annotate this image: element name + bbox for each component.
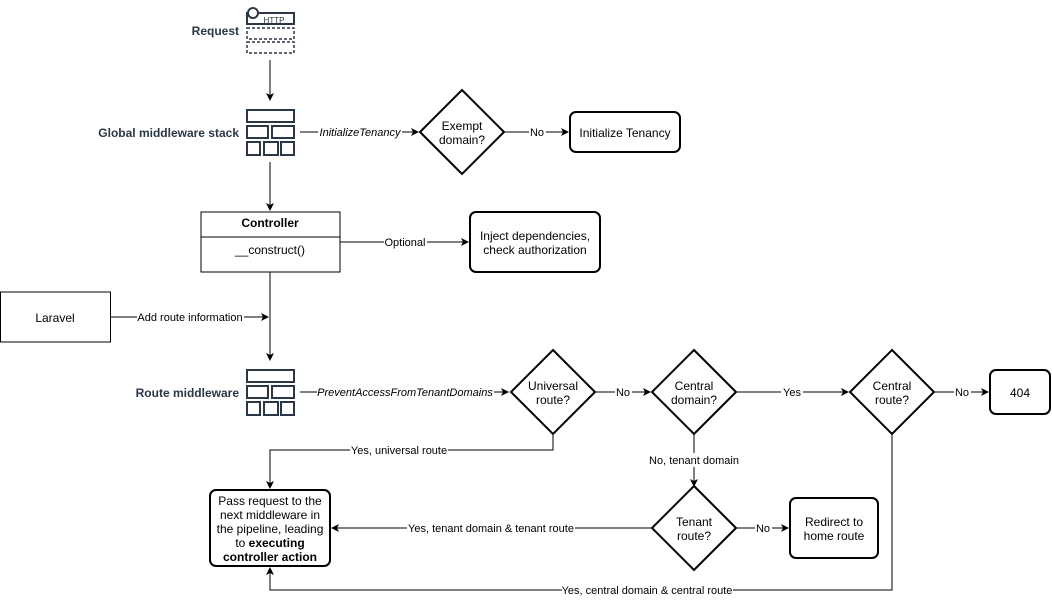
svg-text:Central: Central	[675, 379, 714, 393]
not-found-box: 404	[989, 369, 1051, 415]
http-request-icon: HTTP	[246, 7, 295, 54]
controller-title: Controller	[241, 216, 299, 230]
edge-label-add-route-info: Add route information	[137, 312, 242, 324]
edge-label-universal-no: No	[616, 387, 630, 399]
pass-request-box: Pass request to the next middleware in t…	[209, 489, 331, 567]
svg-text:Exempt: Exempt	[442, 119, 483, 133]
svg-text:Universal: Universal	[528, 379, 578, 393]
request-label: Request	[192, 24, 239, 38]
inject-dependencies-box: Inject dependencies, check authorization	[469, 211, 601, 273]
svg-text:next middleware in: next middleware in	[220, 508, 320, 522]
svg-text:the pipeline, leading: the pipeline, leading	[217, 522, 324, 536]
central-domain-decision: Central domain?	[650, 348, 738, 436]
svg-text:route?: route?	[536, 393, 570, 407]
edge-label-tenant-route-no: No	[756, 523, 770, 535]
svg-text:Inject dependencies,: Inject dependencies,	[480, 229, 590, 243]
svg-text:Pass request to the: Pass request to the	[218, 494, 322, 508]
edge-label-initialize-tenancy: InitializeTenancy	[320, 127, 402, 139]
svg-text:to executing: to executing	[235, 536, 304, 550]
controller-method: __construct()	[234, 243, 305, 257]
exempt-domain-decision: Exempt domain?	[418, 88, 506, 176]
middleware-stack-icon	[246, 109, 295, 156]
svg-text:domain?: domain?	[439, 133, 485, 147]
initialize-tenancy-box: Initialize Tenancy	[569, 111, 681, 153]
redirect-box: Redirect to home route	[789, 497, 879, 559]
universal-route-decision: Universal route?	[509, 348, 597, 436]
edge-label-optional: Optional	[385, 237, 426, 249]
svg-text:home route: home route	[804, 529, 865, 543]
controller-box: Controller __construct()	[200, 211, 341, 273]
edge-label-exempt-no: No	[530, 127, 544, 139]
svg-text:Initialize Tenancy: Initialize Tenancy	[579, 126, 670, 140]
svg-text:404: 404	[1010, 386, 1030, 400]
edge-label-prevent-access: PreventAccessFromTenantDomains	[317, 387, 493, 399]
svg-text:check authorization: check authorization	[483, 243, 586, 257]
http-icon-text: HTTP	[264, 16, 285, 25]
global-middleware-label: Global middleware stack	[98, 126, 239, 140]
edge-label-central-domain-yes: Yes	[783, 387, 801, 399]
edge-label-central-yes: Yes, central domain & central route	[562, 585, 733, 597]
laravel-box: Laravel	[0, 291, 111, 343]
route-middleware-label: Route middleware	[136, 386, 240, 400]
edge-label-tenant-yes: Yes, tenant domain & tenant route	[408, 523, 574, 535]
svg-text:Central: Central	[873, 379, 912, 393]
edge-label-central-route-no: No	[955, 387, 969, 399]
edge-universal-yes	[266, 434, 554, 489]
edge-label-no-tenant-domain: No, tenant domain	[649, 455, 739, 467]
edge-label-universal-yes: Yes, universal route	[351, 445, 447, 457]
middleware-stack-icon	[246, 369, 295, 416]
svg-text:Redirect to: Redirect to	[805, 515, 863, 529]
svg-text:route?: route?	[875, 393, 909, 407]
svg-text:Laravel: Laravel	[35, 311, 74, 325]
svg-text:route?: route?	[677, 529, 711, 543]
svg-text:controller action: controller action	[223, 550, 317, 564]
central-route-decision: Central route?	[848, 348, 936, 436]
svg-text:domain?: domain?	[671, 393, 717, 407]
svg-text:Tenant: Tenant	[676, 515, 713, 529]
tenant-route-decision: Tenant route?	[650, 484, 738, 572]
